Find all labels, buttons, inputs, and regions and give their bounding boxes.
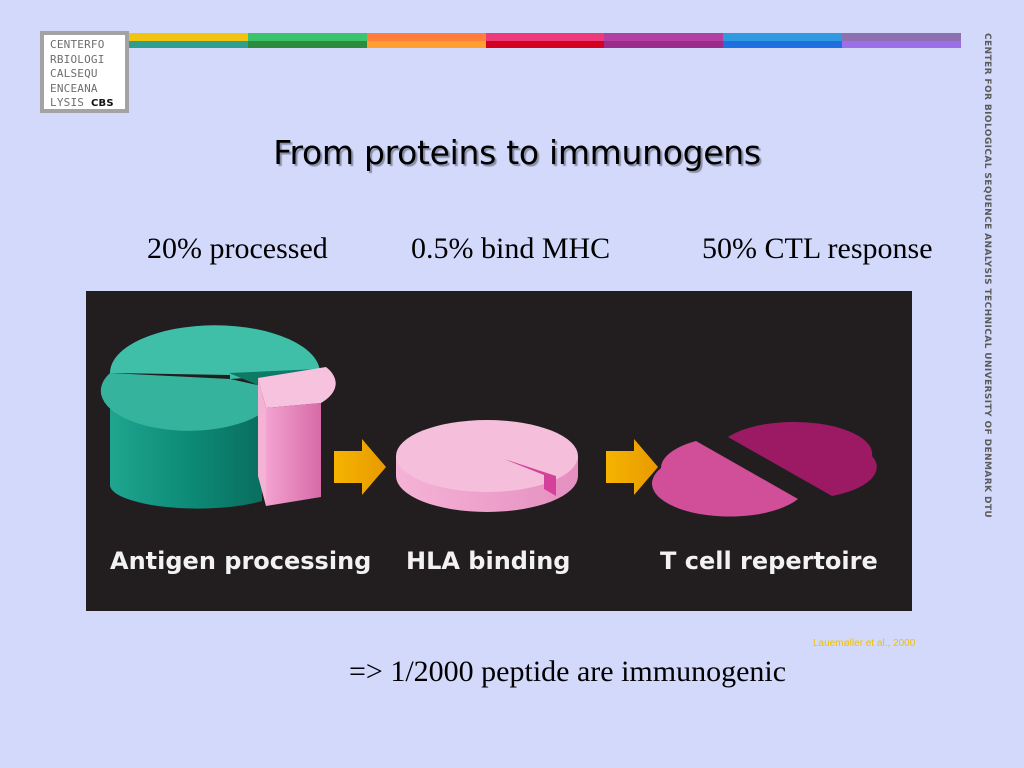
logo-line: LYSIS CBS	[50, 96, 114, 109]
stripe-segment-bottom	[842, 41, 962, 48]
stripe-segment	[129, 33, 248, 48]
stripe-segment-top	[485, 33, 605, 41]
logo-line: CALSEQU	[50, 67, 98, 80]
logo-line: RBIOLOGI	[50, 52, 105, 66]
stripe-segment	[604, 33, 724, 48]
stat-processed: 20% processed	[147, 232, 328, 265]
arrow-icon	[334, 439, 386, 495]
side-vertical-text: CENTER FOR BIOLOGICAL SEQUENCE ANALYSIS …	[982, 33, 992, 519]
color-stripe	[129, 33, 962, 48]
stripe-segment-bottom	[366, 41, 486, 48]
logo-line: CENTERFO	[50, 38, 105, 51]
hla-disc-icon	[396, 420, 578, 512]
stripe-segment-bottom	[604, 41, 724, 48]
label-hla-binding: HLA binding	[406, 547, 570, 575]
stripe-segment	[366, 33, 486, 48]
arrow-icon	[606, 439, 658, 495]
logo-line: ENCEANA	[50, 81, 98, 95]
stripe-segment	[247, 33, 367, 48]
label-antigen-processing: Antigen processing	[110, 547, 371, 575]
stripe-segment	[723, 33, 843, 48]
antigen-pie-icon	[100, 325, 336, 509]
stripe-segment-top	[842, 33, 962, 41]
figure-graphic: Antigen processing HLA binding T cell re…	[100, 325, 878, 575]
stripe-segment-top	[723, 33, 843, 41]
stripe-segment-bottom	[129, 41, 248, 48]
label-t-cell-repertoire: T cell repertoire	[660, 547, 878, 575]
conclusion-text: => 1/2000 peptide are immunogenic	[349, 655, 787, 688]
stat-ctl-response: 50% CTL response	[702, 232, 933, 265]
cbs-logo: CENTERFO RBIOLOGI CALSEQU ENCEANA LYSIS …	[40, 31, 129, 113]
stripe-segment-top	[366, 33, 486, 41]
stripe-segment-bottom	[723, 41, 843, 48]
stripe-segment	[842, 33, 962, 48]
stripe-segment-top	[604, 33, 724, 41]
stat-bind-mhc: 0.5% bind MHC	[411, 232, 611, 265]
slide-title: From proteins to immunogens	[273, 133, 761, 172]
tcell-pie-icon	[651, 421, 877, 517]
citation: Lauemøller et al., 2000	[813, 638, 916, 649]
stripe-segment	[485, 33, 605, 48]
stripe-segment-top	[247, 33, 367, 41]
logo-badge: CBS	[90, 98, 114, 109]
immunogen-figure: Antigen processing HLA binding T cell re…	[86, 291, 912, 611]
stripe-segment-bottom	[247, 41, 367, 48]
stripe-segment-bottom	[485, 41, 605, 48]
stripe-segment-top	[129, 33, 248, 41]
